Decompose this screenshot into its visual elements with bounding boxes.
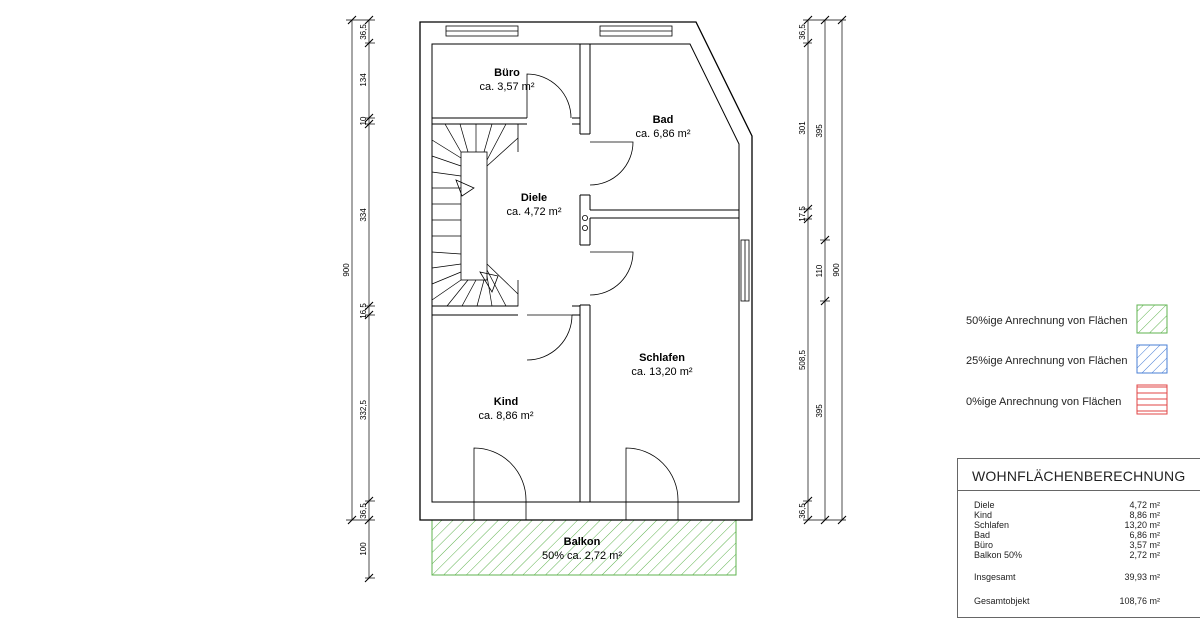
floor-plan-drawing: 900 36,5 134 10 334 16,5 332,5 36,5 100	[342, 15, 1168, 583]
room-name-bad: Bad	[653, 114, 674, 126]
top-windows	[445, 25, 673, 37]
row-name: Büro	[974, 540, 994, 550]
left-dimension-chain	[346, 15, 375, 583]
table-sum-row: Insgesamt 39,93 m²	[974, 572, 1160, 582]
legend-label-25: 25%ige Anrechnung von Flächen	[966, 355, 1127, 367]
dim-right-1: 36,5	[798, 24, 807, 40]
dim-right-outer-3: 395	[815, 404, 824, 418]
interior-walls	[432, 44, 739, 502]
row-name: Bad	[974, 530, 991, 540]
table-body: Diele 4,72 m² Kind 8,86 m² Schlafen 13,2…	[958, 491, 1200, 606]
doors	[473, 73, 679, 520]
room-area-diele: ca. 4,72 m²	[506, 206, 561, 218]
dim-left-2: 134	[359, 73, 368, 87]
dim-right-5: 36,5	[798, 503, 807, 519]
legend-swatch-50	[1136, 304, 1168, 334]
legend-swatch-0	[1136, 384, 1168, 415]
legend-label-50: 50%ige Anrechnung von Flächen	[966, 315, 1127, 327]
dim-right-4: 508,5	[798, 349, 807, 370]
door-balkon-kind	[473, 447, 527, 520]
room-name-kind: Kind	[494, 396, 518, 408]
dim-left-7: 36,5	[359, 503, 368, 519]
sum-value: 39,93 m²	[1124, 572, 1160, 582]
dim-left-8: 100	[359, 542, 368, 556]
row-name: Balkon 50%	[974, 550, 1023, 560]
dim-left-5: 16,5	[359, 303, 368, 319]
dim-right-total: 900	[832, 263, 841, 277]
living-area-table: WOHNFLÄCHENBERECHNUNG Diele 4,72 m² Kind…	[957, 458, 1200, 618]
dim-left-3: 10	[359, 116, 368, 125]
door-schlafen	[589, 251, 634, 296]
row-value: 13,20 m²	[1124, 520, 1160, 530]
room-name-diele: Diele	[521, 192, 547, 204]
right-window	[740, 239, 750, 302]
door-kind	[526, 314, 573, 361]
room-area-balkon: 50% ca. 2,72 m²	[542, 550, 622, 562]
dim-right-outer-1: 395	[815, 124, 824, 138]
door-buero	[526, 73, 572, 119]
table-row: Kind 8,86 m²	[974, 510, 1160, 520]
sum-name: Insgesamt	[974, 572, 1016, 582]
exterior-walls	[419, 21, 753, 521]
row-value: 8,86 m²	[1129, 510, 1160, 520]
total-name: Gesamtobjekt	[974, 596, 1030, 606]
row-value: 4,72 m²	[1129, 500, 1160, 510]
balcony-area	[431, 519, 737, 576]
table-row: Schlafen 13,20 m²	[974, 520, 1160, 530]
room-area-kind: ca. 8,86 m²	[478, 410, 533, 422]
table-row: Büro 3,57 m²	[974, 540, 1160, 550]
dim-left-4: 334	[359, 208, 368, 222]
row-value: 3,57 m²	[1129, 540, 1160, 550]
dim-left-1: 36,5	[359, 24, 368, 40]
dim-left-total: 900	[342, 263, 351, 277]
row-value: 6,86 m²	[1129, 530, 1160, 540]
legend-swatch-25	[1136, 344, 1168, 374]
door-bad	[589, 141, 634, 186]
row-name: Schlafen	[974, 520, 1010, 530]
floor-plan-page: 900 36,5 134 10 334 16,5 332,5 36,5 100	[342, 15, 1200, 618]
table-title: WOHNFLÄCHENBERECHNUNG	[958, 459, 1200, 491]
left-dimension-labels: 900 36,5 134 10 334 16,5 332,5 36,5 100	[342, 24, 368, 556]
legend-label-0: 0%ige Anrechnung von Flächen	[966, 396, 1121, 408]
door-balkon-schlafen	[625, 447, 679, 520]
right-dimension-chain	[803, 15, 847, 525]
dim-right-2: 301	[798, 121, 807, 135]
room-area-schlafen: ca. 13,20 m²	[631, 366, 692, 378]
right-dimension-labels: 36,5 301 17,5 508,5 36,5 395 110 395 900	[798, 24, 841, 519]
staircase	[431, 123, 519, 307]
room-name-buero: Büro	[494, 67, 520, 79]
dim-right-outer-2: 110	[815, 264, 824, 277]
table-row: Diele 4,72 m²	[974, 500, 1160, 510]
room-area-bad: ca. 6,86 m²	[635, 128, 690, 140]
row-value: 2,72 m²	[1129, 550, 1160, 560]
table-row: Balkon 50% 2,72 m²	[974, 550, 1160, 560]
row-name: Kind	[974, 510, 993, 520]
dim-left-6: 332,5	[359, 399, 368, 420]
table-total-row: Gesamtobjekt 108,76 m²	[974, 596, 1160, 606]
installation-shaft	[582, 214, 589, 231]
legend: 50%ige Anrechnung von Flächen 25%ige Anr…	[966, 304, 1168, 415]
total-value: 108,76 m²	[1119, 596, 1160, 606]
dim-right-3: 17,5	[798, 206, 807, 222]
room-name-balkon: Balkon	[564, 536, 601, 548]
room-area-buero: ca. 3,57 m²	[479, 81, 534, 93]
row-name: Diele	[974, 500, 995, 510]
table-row: Bad 6,86 m²	[974, 530, 1160, 540]
room-name-schlafen: Schlafen	[639, 352, 685, 364]
room-labels: Büro ca. 3,57 m² Bad ca. 6,86 m² Diele c…	[478, 67, 692, 562]
